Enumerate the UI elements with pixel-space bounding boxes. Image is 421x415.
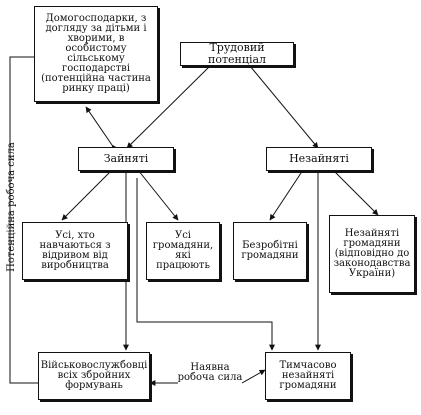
label-actual-workforce: Наявна робоча сила: [177, 362, 243, 383]
arrow-unemployed-to-nonemployed: [332, 169, 379, 216]
arrow-potential-to-unemployed: [249, 65, 319, 149]
bracket-potential-workforce: [9, 56, 38, 384]
node-labor-potential: Трудовий потенціал: [180, 42, 294, 66]
node-military: Військовослужбовці всіх збройних формува…: [38, 352, 150, 400]
line-employed-temporary: [136, 178, 275, 351]
node-working-citizens: Усі громадяни, які працюють: [146, 222, 220, 280]
arrow-employed-to-working: [137, 169, 179, 221]
arrow-employed-household: [85, 106, 118, 152]
node-unemployed-citizens: Безробітні громадяни: [233, 222, 307, 280]
node-employed: Зайняті: [78, 147, 174, 171]
node-unemployed: Незайняті: [266, 147, 372, 171]
arrow-actual-workforce-right: [241, 369, 266, 384]
arrow-employed-to-students: [61, 169, 113, 221]
label-potential-workforce: Потенційна робоча сила: [6, 142, 17, 272]
node-household: Домогосподарки, з догляду за дітьми і хв…: [34, 6, 158, 102]
node-students: Усі, хто навчаються з відривом від вироб…: [22, 222, 128, 280]
node-temporary: Тимчасово незайняті громадяни: [265, 352, 351, 400]
node-nonemployed-citizens: Незайняті громадяни (відповідно до закон…: [329, 215, 415, 293]
arrow-unemployed-to-unemployed-citizens: [269, 169, 304, 221]
arrow-potential-to-employed: [126, 65, 211, 149]
